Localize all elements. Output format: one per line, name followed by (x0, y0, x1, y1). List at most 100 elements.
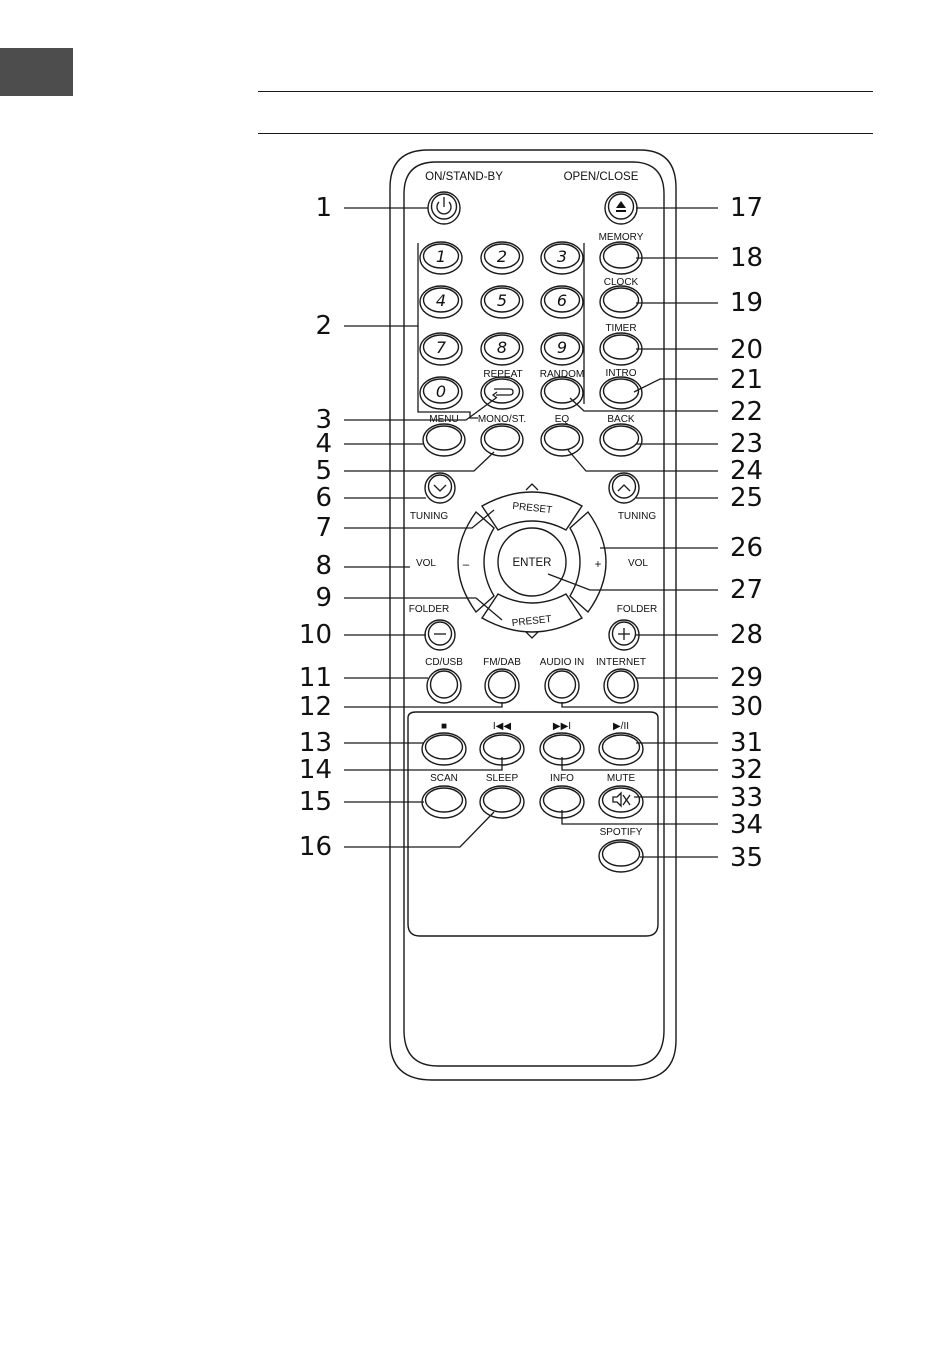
internet-label: INTERNET (596, 657, 646, 668)
callout-number-25: 25 (730, 483, 763, 513)
mute-label: MUTE (607, 773, 636, 784)
callout-number-18: 18 (730, 243, 763, 273)
digit-label: 2 (497, 247, 507, 266)
digit-button-4[interactable]: 4 (419, 285, 463, 319)
sleep-label: SLEEP (486, 773, 519, 784)
vol-plus-sign: + (595, 559, 602, 571)
on-standby-button[interactable] (427, 191, 461, 225)
vol-minus-sign: – (463, 559, 470, 571)
mono-st-button[interactable] (480, 423, 524, 457)
vol-plus-button[interactable] (569, 510, 607, 614)
callout-number-8: 8 (315, 551, 332, 581)
callout-number-33: 33 (730, 783, 763, 813)
memory-label: MEMORY (599, 232, 644, 243)
preset-up-button[interactable] (480, 483, 584, 531)
fm-dab-button[interactable] (484, 668, 520, 704)
callout-leader-34 (561, 810, 718, 825)
chevron-down-icon (433, 484, 447, 492)
tuning-left-label: TUNING (410, 511, 449, 522)
preset-down-button[interactable] (480, 593, 584, 639)
eq-button[interactable] (540, 423, 584, 457)
remote-body (389, 149, 677, 1081)
open-close-label: OPEN/CLOSE (564, 171, 639, 183)
audio-in-button[interactable] (544, 668, 580, 704)
spotify-button[interactable] (598, 839, 644, 873)
digit-button-6[interactable]: 6 (540, 285, 584, 319)
play-pause-symbol: ▶/II (613, 721, 629, 732)
folder-minus-button[interactable] (424, 619, 456, 651)
callout-leader-9 (344, 597, 503, 621)
callout-number-20: 20 (730, 335, 763, 365)
callout-number-6: 6 (315, 483, 332, 513)
digit-label: 0 (436, 382, 446, 401)
prev-button[interactable] (479, 732, 525, 766)
intro-label: INTRO (605, 368, 636, 379)
cd-usb-button[interactable] (426, 668, 462, 704)
digit-button-0[interactable]: 0 (419, 376, 463, 410)
tuning-up-button[interactable] (608, 472, 640, 504)
vol-minus-button[interactable] (457, 510, 495, 614)
folder-right-label: FOLDER (617, 604, 658, 615)
page-tab-marker (0, 48, 73, 96)
digit-button-5[interactable]: 5 (480, 285, 524, 319)
play-pause-button[interactable] (598, 732, 644, 766)
eject-icon (616, 201, 626, 212)
menu-button[interactable] (422, 423, 466, 457)
fm-dab-label: FM/DAB (483, 657, 521, 668)
info-button[interactable] (539, 785, 585, 819)
callout-leader-7 (344, 509, 495, 529)
callout-number-32: 32 (730, 755, 763, 785)
internet-button[interactable] (603, 668, 639, 704)
digit-button-7[interactable]: 7 (419, 332, 463, 366)
callout-leader-16 (344, 811, 495, 848)
callout-number-10: 10 (299, 620, 332, 650)
digit-button-9[interactable]: 9 (540, 332, 584, 366)
memory-button[interactable] (599, 241, 643, 275)
callout-number-11: 11 (299, 663, 332, 693)
scan-button[interactable] (421, 785, 467, 819)
next-button[interactable] (539, 732, 585, 766)
header-rule-top (258, 91, 873, 92)
intro-button[interactable] (599, 376, 643, 410)
random-label: RANDOM (540, 369, 584, 380)
digit-group-bracket (417, 243, 478, 419)
callout-number-35: 35 (730, 843, 763, 873)
callout-number-21: 21 (730, 365, 763, 395)
callout-number-31: 31 (730, 728, 763, 758)
digit-button-1[interactable]: 1 (419, 241, 463, 275)
tuning-down-button[interactable] (424, 472, 456, 504)
digit-label: 8 (497, 338, 507, 357)
callout-leader-14 (344, 757, 503, 771)
folder-left-label: FOLDER (409, 604, 450, 615)
callout-leader-21 (633, 378, 718, 393)
mute-button[interactable] (598, 785, 644, 819)
vol-left-label: VOL (416, 558, 436, 569)
preset-top-label: PRESET (512, 501, 553, 516)
enter-label: ENTER (513, 557, 552, 569)
callout-number-9: 9 (315, 583, 332, 613)
digit-button-8[interactable]: 8 (480, 332, 524, 366)
preset-bottom-label: PRESET (511, 614, 552, 629)
enter-button[interactable] (497, 527, 567, 597)
folder-plus-button[interactable] (608, 619, 640, 651)
stop-button[interactable] (421, 732, 467, 766)
plus-icon (618, 628, 630, 640)
digit-button-3[interactable]: 3 (540, 241, 584, 275)
clock-button[interactable] (599, 285, 643, 319)
sleep-button[interactable] (479, 785, 525, 819)
timer-label: TIMER (605, 323, 636, 334)
tuning-right-label: TUNING (618, 511, 657, 522)
callout-leader-24 (567, 449, 718, 472)
repeat-icon (491, 388, 514, 399)
callout-leader-12 (344, 702, 503, 708)
timer-button[interactable] (599, 332, 643, 366)
callout-number-30: 30 (730, 692, 763, 722)
callout-number-23: 23 (730, 429, 763, 459)
digit-button-2[interactable]: 2 (480, 241, 524, 275)
chevron-up-icon (525, 483, 539, 491)
back-label: BACK (607, 414, 635, 425)
info-label: INFO (550, 773, 574, 784)
back-button[interactable] (599, 423, 643, 457)
open-close-button[interactable] (604, 191, 638, 225)
